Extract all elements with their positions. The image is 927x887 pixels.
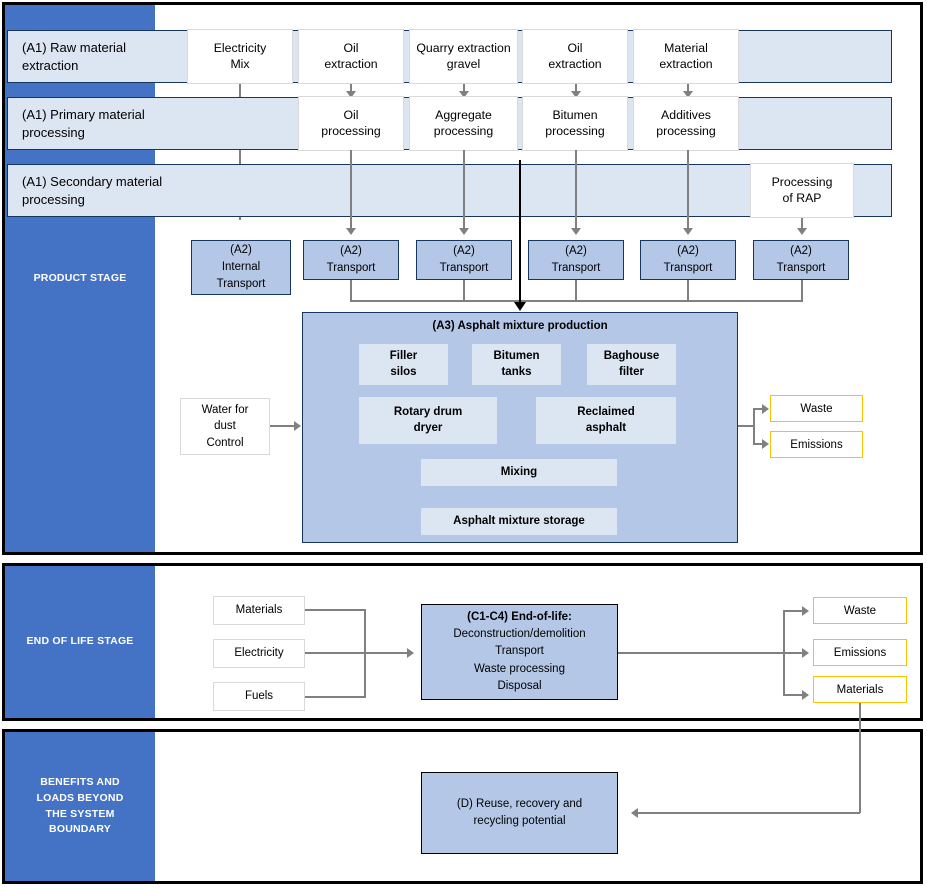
connector-oil-ext-arrow — [346, 91, 356, 98]
production-box-asphalt-mixture-storage: Asphalt mixture storage — [421, 508, 617, 535]
transport-box-1: (A2) Transport — [303, 240, 399, 280]
production-box-baghouse-filter: Baghouse filter — [587, 344, 676, 385]
process-box-additives-processing: Additives processing — [633, 96, 739, 151]
process-box-bitumen-processing: Bitumen processing — [522, 96, 628, 151]
transport-box-2: (A2) Transport — [416, 240, 512, 280]
connector-transport-bus — [350, 300, 803, 302]
module-d-box: (D) Reuse, recovery and recycling potent… — [421, 772, 618, 854]
connector-additives-arrow — [683, 228, 693, 235]
connector-oil2-arrow — [571, 91, 581, 98]
connector-eol-out-stem — [618, 652, 784, 654]
output-box-production-emissions: Emissions — [770, 431, 863, 458]
band-secondary-label: (A1) Secondary material processing — [22, 173, 163, 207]
eol-process-box: (C1-C4) End-of-life: Deconstruction/demo… — [421, 604, 618, 700]
eol-input-box-fuels: Fuels — [213, 682, 305, 711]
connector-t5-down — [801, 280, 803, 301]
connector-additives-vertical — [687, 150, 689, 230]
eol-input-box-materials: Materials — [213, 596, 305, 625]
process-box-oil-extraction-1: Oil extraction — [298, 29, 404, 84]
connector-rap-arrow — [797, 228, 807, 235]
connector-recycle-loop-horizontal — [638, 812, 860, 814]
process-box-oil-extraction-2: Oil extraction — [522, 29, 628, 84]
connector-recycle-loop-arrow — [631, 808, 638, 818]
connector-aggregate-vertical — [463, 150, 465, 230]
band-raw-label: (A1) Raw material extraction — [22, 39, 127, 73]
eol-box-line-2: Transport — [495, 645, 544, 658]
connector-production-out-emissions — [753, 443, 763, 445]
production-box-filler-silos: Filler silos — [359, 344, 448, 385]
process-box-oil-processing: Oil processing — [298, 96, 404, 151]
production-box-mixing: Mixing — [421, 459, 617, 486]
connector-oil-proc-arrow — [346, 228, 356, 235]
connector-water-arrow — [294, 421, 301, 431]
stage-bar-product: PRODUCT STAGE — [5, 5, 155, 552]
connector-water-to-production — [270, 425, 295, 427]
eol-box-line-3: Waste processing — [474, 662, 565, 675]
connector-quarry-arrow — [459, 91, 469, 98]
connector-eol-out-waste — [783, 610, 803, 612]
process-box-processing-of-rap: Processing of RAP — [750, 163, 854, 218]
eol-output-box-waste: Waste — [813, 597, 907, 624]
connector-production-emissions-arrow — [762, 439, 769, 449]
connector-production-out-riser — [753, 408, 755, 444]
connector-eol-fuels-out — [305, 696, 365, 698]
connector-eol-out-materials — [783, 694, 803, 696]
output-box-production-waste: Waste — [770, 395, 863, 422]
connector-eol-emissions-arrow — [802, 648, 809, 658]
eol-box-line-4: Disposal — [497, 679, 542, 692]
connector-material-arrow — [683, 91, 693, 98]
transport-box-3: (A2) Transport — [528, 240, 624, 280]
eol-output-box-materials: Materials — [813, 676, 907, 703]
connector-rap-vertical — [801, 218, 803, 230]
connector-t3-down — [575, 280, 577, 301]
connector-main-feed-arrow — [514, 302, 526, 311]
input-box-water-for-dust-control: Water for dust Control — [180, 398, 270, 455]
production-title: (A3) Asphalt mixture production — [432, 320, 608, 332]
connector-t4-down — [687, 280, 689, 301]
production-box-rotary-drum-dryer: Rotary drum dryer — [359, 397, 497, 444]
connector-eol-to-box — [305, 652, 408, 654]
connector-bitumen-arrow — [571, 228, 581, 235]
connector-eol-waste-arrow — [802, 606, 809, 616]
production-box-bitumen-tanks: Bitumen tanks — [472, 344, 561, 385]
eol-box-line-1: Deconstruction/demolition — [453, 628, 586, 641]
eol-input-box-electricity: Electricity — [213, 639, 305, 668]
transport-box-4: (A2) Transport — [640, 240, 736, 280]
connector-bitumen-vertical — [575, 150, 577, 230]
connector-recycle-loop-vertical — [859, 703, 861, 813]
connector-electricity-vertical — [239, 83, 241, 220]
stage-bar-end-of-life: END OF LIFE STAGE — [5, 566, 155, 718]
stage-bar-beyond-boundary: BENEFITS AND LOADS BEYOND THE SYSTEM BOU… — [5, 732, 155, 881]
connector-production-out-stem — [738, 425, 754, 427]
connector-t1-down — [350, 280, 352, 301]
process-box-material-extraction: Material extraction — [633, 29, 739, 84]
process-box-aggregate-processing: Aggregate processing — [409, 96, 518, 151]
connector-eol-out-emissions — [783, 652, 803, 654]
connector-oil-proc-vertical — [350, 150, 352, 230]
connector-production-waste-arrow — [762, 404, 769, 414]
production-box-reclaimed-asphalt: Reclaimed asphalt — [536, 397, 676, 444]
transport-box-5: (A2) Transport — [753, 240, 849, 280]
connector-eol-input-arrow — [407, 648, 414, 658]
connector-eol-materials-out — [305, 609, 365, 611]
connector-quarry-vertical — [463, 83, 465, 93]
eol-output-box-emissions: Emissions — [813, 639, 907, 666]
connector-t2-down — [463, 280, 465, 301]
process-box-electricity-mix: Electricity Mix — [187, 29, 293, 84]
band-primary-label: (A1) Primary material processing — [22, 106, 145, 140]
band-secondary-material-processing: (A1) Secondary material processing — [7, 164, 892, 217]
transport-box-internal: (A2) Internal Transport — [191, 240, 291, 295]
connector-material-vertical — [687, 83, 689, 93]
connector-oil2-vertical — [575, 83, 577, 93]
process-box-quarry-extraction-gravel: Quarry extraction gravel — [409, 29, 518, 84]
connector-eol-materials-arrow — [802, 690, 809, 700]
eol-box-title: (C1-C4) End-of-life: — [467, 610, 572, 623]
connector-production-out-waste — [753, 408, 763, 410]
connector-aggregate-arrow — [459, 228, 469, 235]
connector-oil-ext-vertical — [350, 83, 352, 93]
connector-main-feed-vertical — [519, 160, 521, 304]
